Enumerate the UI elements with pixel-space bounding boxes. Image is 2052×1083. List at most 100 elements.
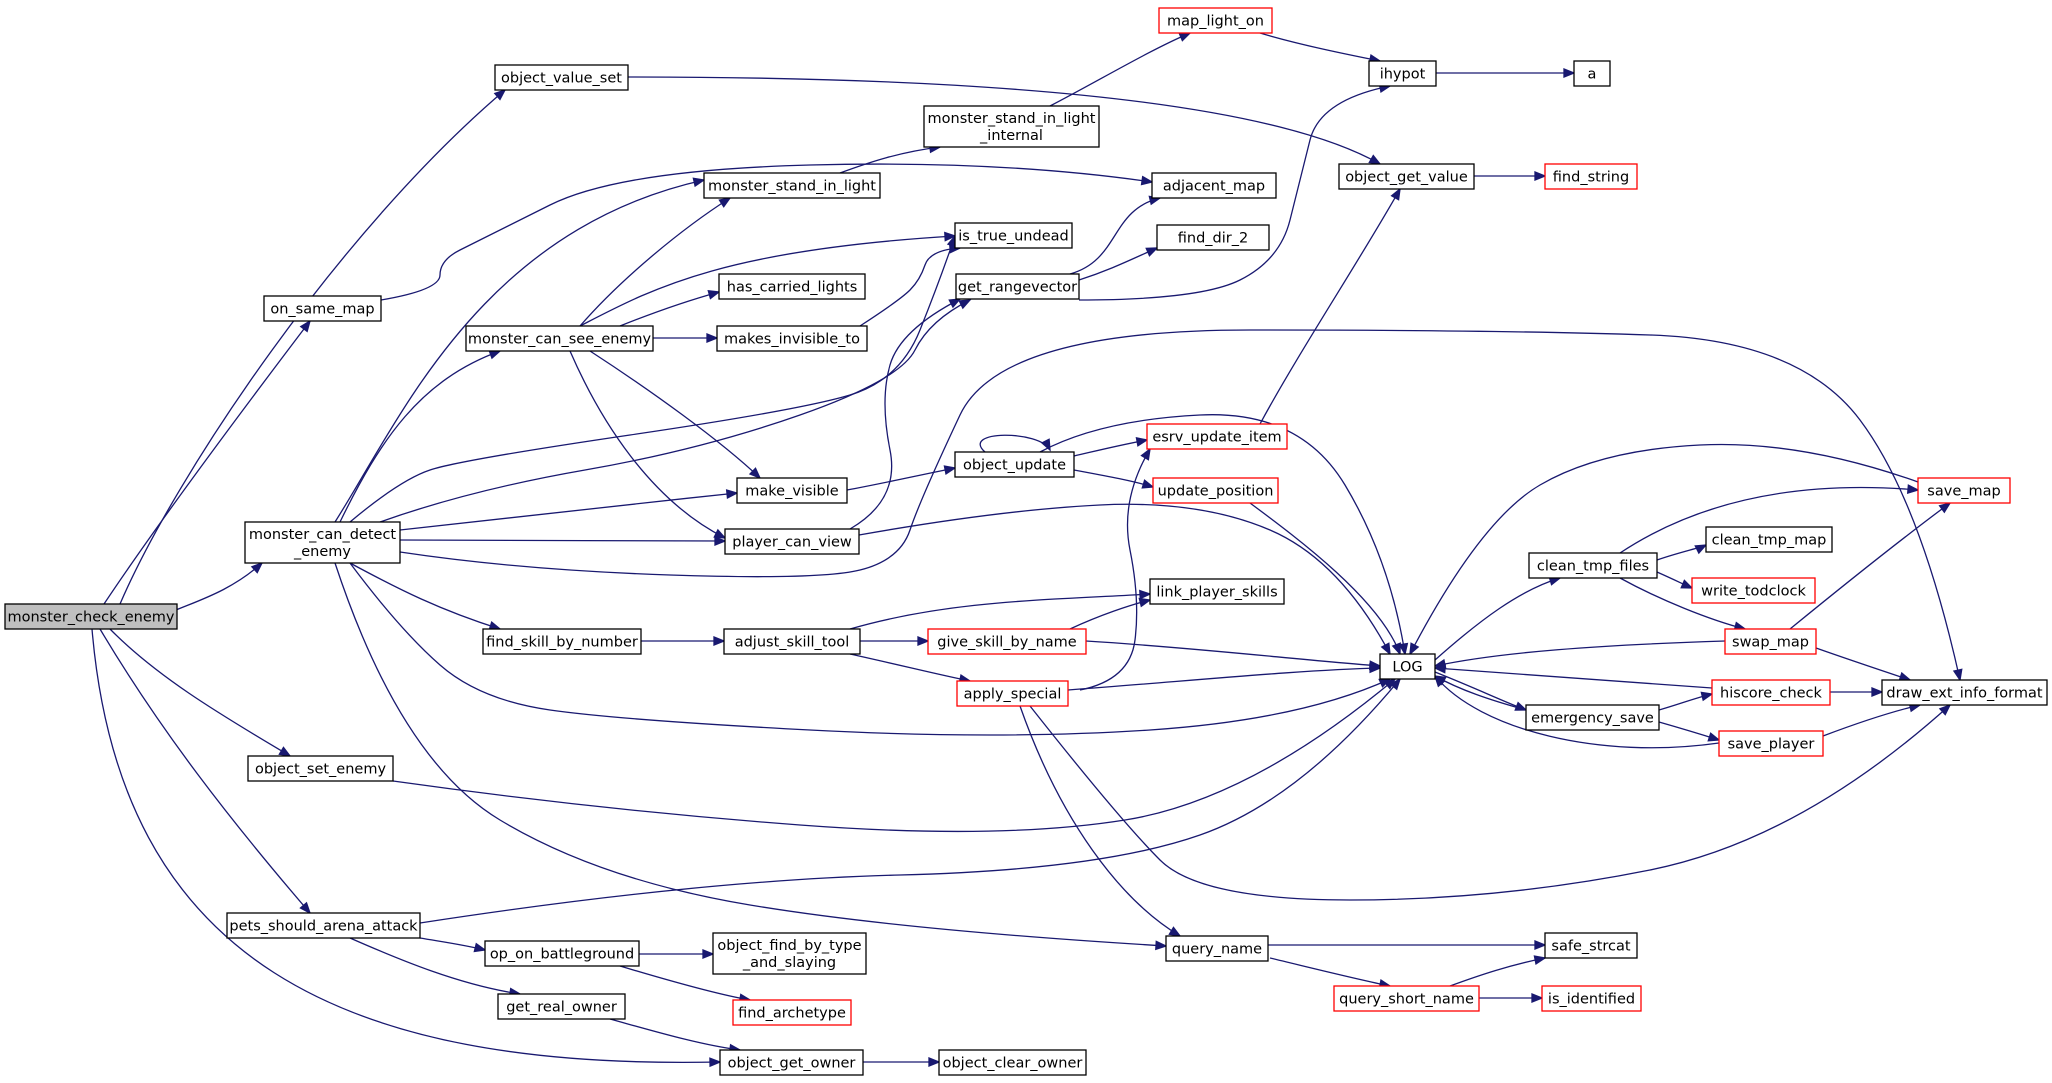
node-a[interactable]: a (1573, 60, 1611, 87)
node-link-player-skills[interactable]: link_player_skills (1149, 578, 1285, 605)
edge-save_player-to-draw_ext_info_format (1822, 702, 1922, 737)
node-box (1152, 477, 1279, 504)
node-has-carried-lights[interactable]: has_carried_lights (718, 273, 866, 300)
node-box (1338, 163, 1475, 190)
node-monster-check-enemy[interactable]: monster_check_enemy (4, 603, 178, 630)
edge-give_skill_by_name-to-LOG (1085, 640, 1382, 671)
node-draw-ext-info-format[interactable]: draw_ext_info_format (1881, 679, 2048, 706)
node-label: monster_can_see_enemy (468, 332, 652, 348)
node-give-skill-by-name[interactable]: give_skill_by_name (927, 628, 1087, 655)
node-label: makes_invisible_to (724, 332, 860, 348)
node-on-same-map[interactable]: on_same_map (263, 295, 382, 322)
node-save-player[interactable]: save_player (1718, 730, 1824, 757)
node-adjust-skill-tool[interactable]: adjust_skill_tool (723, 628, 861, 655)
edge-hiscore_check-to-draw_ext_info_format (1830, 687, 1884, 697)
node-label: apply_special (964, 687, 1062, 703)
node-make-visible[interactable]: make_visible (736, 477, 848, 504)
node-label: a (1588, 67, 1597, 83)
edge-monster_check_enemy-to-object_get_owner (91, 628, 722, 1068)
node-get-real-owner[interactable]: get_real_owner (497, 993, 626, 1020)
node-apply-special[interactable]: apply_special (956, 680, 1069, 707)
node-LOG[interactable]: LOG (1379, 653, 1436, 680)
node-label: map_light_on (1167, 14, 1264, 30)
node-object-clear-owner[interactable]: object_clear_owner (938, 1049, 1087, 1076)
node-box (955, 273, 1080, 300)
node-query-short-name[interactable]: query_short_name (1333, 985, 1480, 1012)
node-is-identified[interactable]: is_identified (1541, 985, 1642, 1012)
node-box (1368, 60, 1437, 87)
node-monster-can-see-enemy[interactable]: monster_can_see_enemy (465, 325, 654, 352)
edge-object_set_enemy-to-LOG (392, 677, 1397, 833)
edge-make_visible-to-object_update (846, 465, 957, 491)
edge-monster_can_detect_enemy-to-monster_can_see_enemy (339, 349, 502, 523)
node-object-set-enemy[interactable]: object_set_enemy (247, 755, 394, 782)
edge-esrv_update_item-to-object_get_value (1259, 187, 1401, 425)
node-swap-map[interactable]: swap_map (1724, 628, 1817, 655)
node-label: save_player (1728, 737, 1815, 753)
node-label: query_short_name (1339, 992, 1474, 1008)
node-box (724, 528, 860, 555)
edge-monster_can_detect_enemy-to-make_visible (399, 489, 739, 531)
node-box (1165, 935, 1269, 962)
node-save-map[interactable]: save_map (1917, 477, 2011, 504)
node-box (712, 932, 867, 975)
node-label: ihypot (1380, 67, 1426, 83)
node-esrv-update-item[interactable]: esrv_update_item (1146, 423, 1288, 450)
node-label: object_get_owner (728, 1056, 856, 1072)
node-box (719, 1049, 864, 1076)
node-player-can-view[interactable]: player_can_view (724, 528, 860, 555)
edge-makes_invisible_to-to-is_true_undead (859, 243, 962, 327)
node-object-get-value[interactable]: object_get_value (1338, 163, 1475, 190)
node-safe-strcat[interactable]: safe_strcat (1544, 932, 1638, 959)
node-object-value-set[interactable]: object_value_set (494, 64, 629, 91)
node-box (1724, 628, 1817, 655)
edge-monster_can_see_enemy-to-makes_invisible_to (652, 333, 719, 343)
nodes-layer: monster_check_enemy object_value_set on_sa… (4, 7, 2048, 1076)
node-op-on-battleground[interactable]: op_on_battleground (484, 940, 640, 967)
node-pets-should-arena-attack[interactable]: pets_should_arena_attack (226, 912, 421, 939)
node-label: esrv_update_item (1152, 430, 1281, 446)
node-find-string[interactable]: find_string (1544, 163, 1638, 190)
node-box (1156, 224, 1270, 251)
node-is-true-undead[interactable]: is_true_undead (954, 222, 1073, 249)
edge-emergency_save-to-hiscore_check (1658, 691, 1714, 711)
node-get-rangevector[interactable]: get_rangevector (955, 273, 1080, 300)
node-update-position[interactable]: update_position (1152, 477, 1279, 504)
edge-monster_can_detect_enemy-to-draw_ext_info_format (399, 329, 1963, 682)
edge-apply_special-to-query_name (1019, 705, 1182, 937)
node-monster-can-detect-enemy[interactable]: monster_can_detect_enemy (244, 521, 401, 564)
node-box (1917, 477, 2011, 504)
node-map-light-on[interactable]: map_light_on (1158, 7, 1273, 34)
edge-object_get_value-to-find_string (1473, 171, 1547, 181)
node-object-find-by-type-and-slaying[interactable]: object_find_by_type_and_slaying (712, 932, 867, 975)
node-object-get-owner[interactable]: object_get_owner (719, 1049, 864, 1076)
node-label: hiscore_check (1720, 686, 1822, 702)
node-find-dir-2[interactable]: find_dir_2 (1156, 224, 1270, 251)
edge-monster_check_enemy-to-monster_can_detect_enemy (175, 561, 264, 611)
node-label: get_rangevector (958, 280, 1077, 296)
node-adjacent-map[interactable]: adjacent_map (1151, 172, 1277, 199)
node-monster-stand-in-light[interactable]: monster_stand_in_light (703, 172, 881, 199)
edge-adjust_skill_tool-to-link_player_skills (849, 589, 1152, 630)
edge-apply_special-to-draw_ext_info_format (1029, 703, 1952, 901)
node-label: find_skill_by_number (486, 635, 638, 651)
node-makes-invisible-to[interactable]: makes_invisible_to (716, 325, 868, 352)
node-hiscore-check[interactable]: hiscore_check (1711, 679, 1831, 706)
node-ihypot[interactable]: ihypot (1368, 60, 1437, 87)
node-write-todclock[interactable]: write_todclock (1691, 577, 1816, 604)
node-box (1541, 985, 1642, 1012)
node-label: link_player_skills (1156, 585, 1277, 601)
node-label: LOG (1392, 660, 1422, 676)
node-label: has_carried_lights (727, 280, 858, 296)
edge-LOG-to-clean_tmp_files (1434, 576, 1562, 661)
node-object-update[interactable]: object_update (954, 451, 1075, 478)
node-clean-tmp-files[interactable]: clean_tmp_files (1528, 552, 1658, 579)
node-emergency-save[interactable]: emergency_save (1525, 704, 1660, 731)
node-monster-stand-in-light-internal[interactable]: monster_stand_in_light_internal (923, 105, 1100, 148)
node-clean-tmp-map[interactable]: clean_tmp_map (1705, 526, 1833, 553)
node-query-name[interactable]: query_name (1165, 935, 1269, 962)
node-find-skill-by-number[interactable]: find_skill_by_number (482, 628, 642, 655)
node-find-archetype[interactable]: find_archetype (732, 999, 852, 1026)
node-label: adjust_skill_tool (735, 635, 850, 651)
